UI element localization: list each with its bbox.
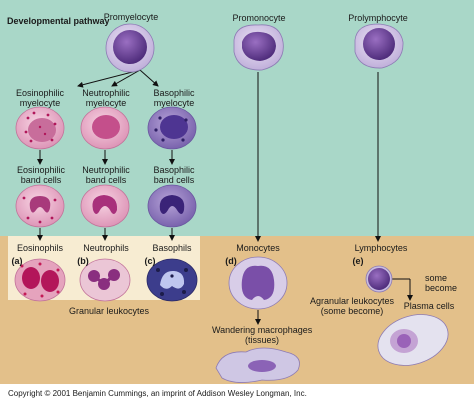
label-promyelocyte: Promyelocyte bbox=[103, 12, 159, 22]
promyelocyte-cell bbox=[105, 23, 155, 73]
panel-letter-c: (c) bbox=[144, 256, 156, 266]
wandering-macrophage-cell bbox=[215, 347, 300, 383]
copyright-footer: Copyright © 2001 Benjamin Cummings, an i… bbox=[8, 389, 307, 398]
label-basophilic-myelocyte: Basophilic myelocyte bbox=[153, 88, 195, 108]
panel-letter-b: (b) bbox=[77, 256, 89, 266]
panel-letter-d: (d) bbox=[225, 256, 237, 266]
label-some-become-line1: some bbox=[425, 273, 448, 283]
label-neutrophilic-myelocyte: Neutrophilic myelocyte bbox=[82, 88, 130, 108]
eosinophil-cell bbox=[14, 258, 66, 302]
lymphocyte-cell bbox=[365, 265, 393, 293]
panel-letter-e: (e) bbox=[352, 256, 364, 266]
neutrophilic-band-cell bbox=[80, 184, 130, 228]
neutrophil-cell bbox=[79, 258, 131, 302]
neutrophilic-myelocyte-cell bbox=[80, 106, 130, 150]
panel-letter-a: (a) bbox=[11, 256, 23, 266]
label-some-become-line2: become bbox=[425, 283, 458, 293]
label-agranular-line2: (some become) bbox=[320, 306, 384, 316]
monocyte-cell bbox=[228, 256, 288, 310]
basophilic-myelocyte-cell bbox=[147, 106, 197, 150]
label-eosinophilic-band: Eosinophilic band cells bbox=[16, 165, 66, 185]
prolymphocyte-cell bbox=[354, 23, 404, 69]
basophil-cell bbox=[146, 258, 198, 302]
label-basophils: Basophils bbox=[152, 243, 192, 253]
label-promonocyte: Promonocyte bbox=[232, 13, 286, 23]
promonocyte-cell bbox=[233, 24, 284, 71]
label-wandering-line2: (tissues) bbox=[244, 335, 279, 345]
label-neutrophilic-band: Neutrophilic band cells bbox=[82, 165, 130, 185]
label-granular-leukocytes: Granular leukocytes bbox=[68, 306, 150, 316]
basophilic-band-cell bbox=[147, 184, 197, 228]
diagram-title: Developmental pathway bbox=[7, 16, 110, 26]
label-eosinophils: Eosinophils bbox=[16, 243, 64, 253]
label-basophilic-band: Basophilic band cells bbox=[153, 165, 195, 185]
label-wandering-line1: Wandering macrophages bbox=[212, 325, 313, 335]
eosinophilic-myelocyte-cell bbox=[15, 106, 65, 150]
label-prolymphocyte: Prolymphocyte bbox=[348, 13, 408, 23]
label-monocytes: Monocytes bbox=[236, 243, 280, 253]
label-agranular-line1: Agranular leukocytes bbox=[309, 296, 395, 306]
eosinophilic-band-cell bbox=[15, 184, 65, 228]
plasma-cell bbox=[377, 314, 449, 366]
label-lymphocytes: Lymphocytes bbox=[354, 243, 408, 253]
label-neutrophils: Neutrophils bbox=[83, 243, 129, 253]
label-eosinophilic-myelocyte: Eosinophilic myelocyte bbox=[15, 88, 65, 108]
label-plasma-cells: Plasma cells bbox=[403, 301, 455, 311]
pathway-arrows bbox=[37, 69, 413, 325]
